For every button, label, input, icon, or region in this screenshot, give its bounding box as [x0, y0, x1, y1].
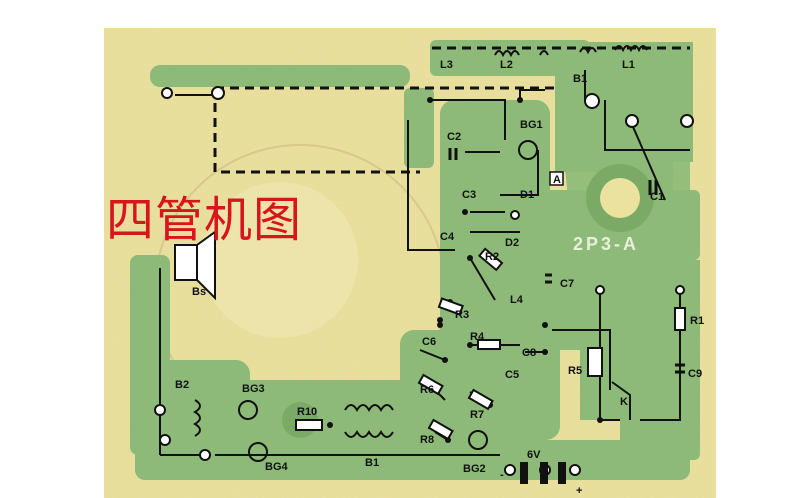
label-c8: C8 — [522, 347, 536, 359]
coil-group — [193, 45, 648, 438]
label-d1: D1 — [520, 189, 534, 201]
label-r2: R2 — [485, 251, 499, 263]
label-c4: C4 — [440, 231, 455, 243]
label-k: K — [620, 396, 628, 408]
label-bg4: BG4 — [265, 461, 289, 473]
label-c2: C2 — [447, 131, 461, 143]
label-bg3: BG3 — [242, 383, 265, 395]
label-plus: + — [576, 485, 582, 497]
label-bs: Bs — [192, 286, 206, 298]
overlay-title: 四管机图 — [106, 192, 303, 248]
label-r5: R5 — [568, 365, 582, 377]
transistor-symbols — [238, 140, 538, 462]
label-r3: R3 — [455, 309, 469, 321]
resistor-symbols — [295, 247, 686, 441]
label-l4: L4 — [510, 294, 524, 306]
label-c5: C5 — [505, 369, 519, 381]
label-d2: D2 — [505, 237, 519, 249]
label-c1: C1 — [650, 191, 664, 203]
label-r1: R1 — [690, 315, 704, 327]
label-c7: C7 — [560, 278, 574, 290]
label-c9: C9 — [688, 368, 702, 380]
label-l1: L1 — [622, 59, 635, 71]
label-b-transformer: B1 — [365, 457, 379, 469]
speaker-symbol — [174, 230, 216, 301]
label-l3: L3 — [440, 59, 453, 71]
label-r4: R4 — [470, 331, 485, 343]
label-battery: 6V — [527, 449, 541, 461]
solder-pads — [154, 86, 694, 476]
label-b2: B2 — [175, 379, 189, 391]
label-minus: - — [500, 469, 504, 481]
label-a: A — [553, 174, 561, 186]
capacitor-symbols — [448, 148, 685, 374]
label-l2: L2 — [500, 59, 513, 71]
label-r10: R10 — [297, 406, 317, 418]
label-r6: R6 — [420, 384, 434, 396]
label-b1-top: B1 — [573, 73, 587, 85]
label-c6: C6 — [422, 336, 436, 348]
label-c3: C3 — [462, 189, 476, 201]
battery-symbol — [520, 462, 566, 484]
label-bg2: BG2 — [463, 463, 486, 475]
label-r7: R7 — [470, 409, 484, 421]
label-r8: R8 — [420, 434, 434, 446]
label-bg1: BG1 — [520, 119, 543, 131]
board-code: 2P3-A — [573, 234, 639, 254]
